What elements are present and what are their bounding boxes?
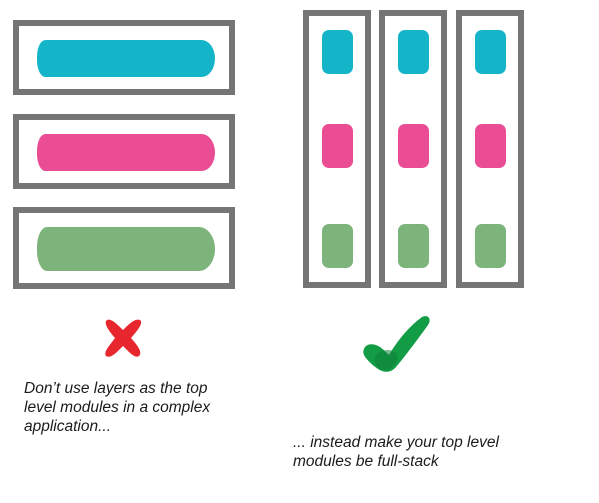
stack-1-logic — [322, 124, 353, 168]
layer-frame-bottom — [13, 207, 235, 289]
caption-fullstack-advice: ... instead make your top level modules … — [293, 433, 499, 471]
stack-3-presentation — [475, 30, 506, 74]
stack-module-1 — [303, 10, 371, 288]
caption-left-line-1: Don’t use layers as the top — [24, 380, 208, 397]
stack-2-presentation — [398, 30, 429, 74]
cross-icon — [105, 319, 142, 357]
caption-right-line-1: ... instead make your top level — [293, 434, 499, 451]
caption-layers-warning: Don’t use layers as the top level module… — [24, 379, 210, 436]
check-icon — [363, 316, 430, 372]
caption-left-line-3: application... — [24, 418, 112, 435]
layer-presentation — [37, 40, 215, 77]
stack-module-3 — [456, 10, 524, 288]
caption-left-line-2: level modules in a complex — [24, 399, 211, 416]
layer-data — [37, 227, 215, 271]
stack-3-data — [475, 224, 506, 268]
stack-1-data — [322, 224, 353, 268]
layer-frame-middle — [13, 114, 235, 189]
stack-2-data — [398, 224, 429, 268]
stack-1-presentation — [322, 30, 353, 74]
stack-module-2 — [379, 10, 447, 288]
caption-right-line-2: modules be full-stack — [293, 453, 439, 470]
stack-2-logic — [398, 124, 429, 168]
layer-frame-top — [13, 20, 235, 95]
stack-3-logic — [475, 124, 506, 168]
layer-logic — [37, 134, 215, 171]
